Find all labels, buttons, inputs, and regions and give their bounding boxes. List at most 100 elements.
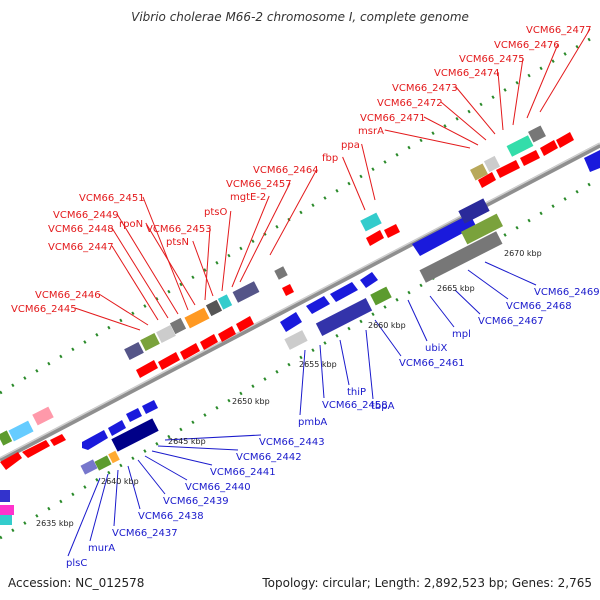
feature-block — [8, 420, 34, 442]
feature-block — [483, 155, 501, 173]
top-label-leader — [145, 222, 196, 306]
top-label-leader — [423, 116, 479, 146]
feature-block — [169, 317, 187, 335]
top-strand-label: VCM66_2464 — [253, 165, 319, 176]
reverse-cds — [82, 430, 108, 450]
forward-cds — [218, 326, 236, 342]
feature-block — [124, 342, 144, 360]
accession-text: Accession: NC_012578 — [8, 576, 145, 590]
top-label-leader — [142, 196, 189, 311]
reverse-cds — [108, 420, 126, 436]
forward-cds — [282, 284, 294, 296]
feature-block — [274, 266, 288, 280]
bottom-strand-label: thiP — [347, 387, 366, 398]
top-strand-label: fbp — [322, 153, 338, 164]
top-strand-label: ppa — [341, 140, 360, 151]
forward-cds — [22, 440, 50, 458]
feature-blocks — [0, 125, 600, 525]
feature-block — [461, 213, 503, 245]
forward-cds — [180, 343, 200, 360]
top-strand-label: VCM66_2449 — [53, 210, 119, 221]
top-label-leader — [512, 57, 524, 126]
bottom-strand-label: tbpA — [371, 401, 395, 412]
top-strand-label: VCM66_2446 — [35, 290, 101, 301]
scale-tick-label: 2635 kbp — [36, 519, 74, 528]
reverse-cds — [280, 312, 302, 332]
bottom-strand-label: mpl — [452, 329, 471, 340]
bottom-label-leader — [299, 349, 306, 416]
bottom-strand-label: VCM66_2469 — [534, 287, 600, 298]
feature-block — [232, 281, 260, 303]
bottom-strand-label: VCM66_2443 — [259, 437, 325, 448]
reverse-cds — [584, 150, 600, 172]
scale-tick-label: 2660 kbp — [368, 321, 406, 330]
top-strand-label: ptsN — [166, 237, 189, 248]
reverse-cds — [306, 296, 330, 314]
top-strand-label: mgtE-2 — [230, 192, 266, 203]
top-strand-label: rpoN — [119, 219, 143, 230]
top-label-leader — [361, 143, 376, 201]
top-strand-label: VCM66_2457 — [226, 179, 292, 190]
forward-cds — [366, 230, 384, 246]
top-label-leader — [98, 293, 149, 326]
top-label-leader — [221, 210, 232, 292]
map-title: Vibrio cholerae M66-2 chromosome I, comp… — [131, 10, 469, 24]
label-leaders — [67, 28, 591, 557]
top-label-leader — [526, 43, 559, 119]
bottom-label-leader — [339, 339, 350, 386]
top-strand-label: VCM66_2447 — [48, 242, 114, 253]
forward-cds — [0, 452, 22, 470]
top-label-leader — [111, 245, 159, 321]
bottom-label-leader — [374, 319, 402, 357]
top-strand-label: VCM66_2474 — [434, 68, 500, 79]
feature-block — [184, 307, 210, 329]
feature-block — [108, 450, 120, 464]
bottom-strand-label: plsC — [66, 558, 87, 569]
bottom-label-leader — [89, 473, 109, 542]
bottom-label-leader — [467, 269, 509, 300]
feature-block — [360, 212, 382, 232]
scale-tick-label: 2650 kbp — [232, 397, 270, 406]
top-label-leader — [539, 28, 591, 113]
feature-block — [0, 490, 10, 502]
forward-cds — [478, 172, 496, 188]
bottom-label-leader — [144, 455, 188, 481]
top-strand-label: VCM66_2477 — [526, 25, 592, 36]
top-strand-label: VCM66_2451 — [79, 193, 145, 204]
bottom-label-leader — [429, 295, 455, 328]
forward-cds — [384, 224, 400, 238]
bottom-label-leader — [113, 469, 119, 527]
top-label-leader — [116, 213, 179, 315]
top-label-leader — [497, 71, 504, 131]
top-label-leader — [342, 156, 366, 211]
reverse-cds — [330, 282, 358, 302]
reverse-cds — [142, 400, 158, 414]
feature-block — [315, 298, 373, 336]
bottom-strand-label: murA — [88, 543, 115, 554]
bottom-label-leader — [164, 434, 262, 441]
bottom-label-leader — [157, 445, 239, 451]
top-label-leader — [192, 240, 214, 297]
reverse-cds — [412, 214, 476, 256]
bottom-strand-label: ubiX — [425, 343, 447, 354]
forward-cds — [520, 150, 540, 166]
top-label-leader — [239, 182, 291, 283]
top-strand-label: VCM66_2472 — [377, 98, 443, 109]
top-strand-label: ptsO — [204, 207, 227, 218]
bottom-strand-label: VCM66_2441 — [210, 467, 276, 478]
bottom-strand-label: VCM66_2458 — [322, 400, 388, 411]
reverse-cds — [360, 272, 378, 288]
forward-cds — [540, 140, 558, 156]
bottom-label-leader — [67, 477, 101, 557]
feature-block — [140, 333, 160, 351]
feature-block — [470, 163, 488, 181]
genome-backbone-highlight — [0, 142, 600, 459]
bottom-label-leader — [365, 329, 374, 400]
bottom-label-leader — [484, 261, 537, 286]
feature-block — [370, 286, 392, 306]
feature-block — [80, 459, 98, 475]
top-label-leader — [74, 307, 141, 331]
forward-cds — [136, 360, 158, 378]
